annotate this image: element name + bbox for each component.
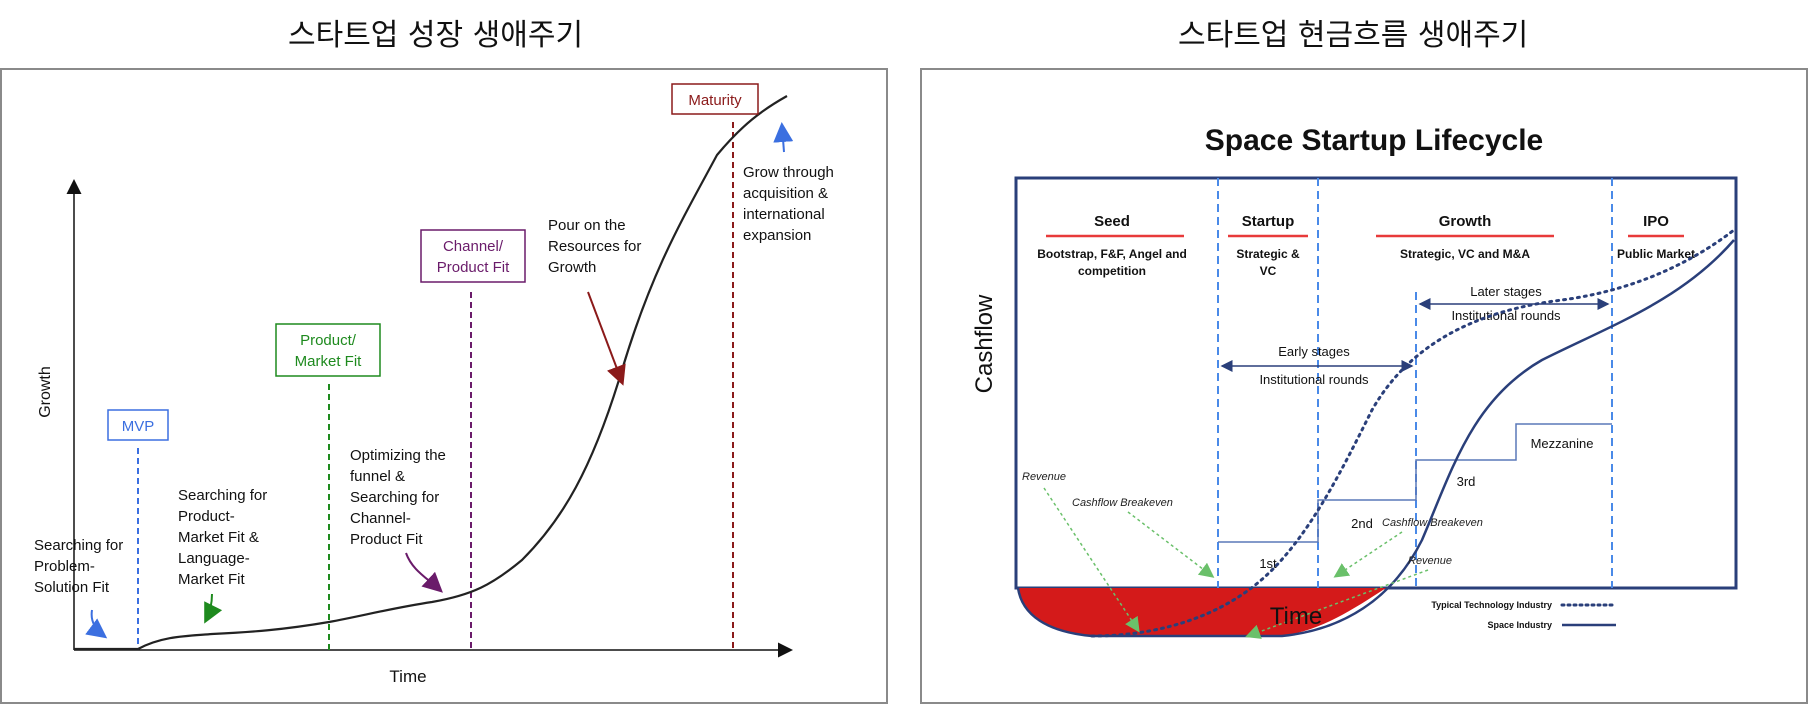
note-resources: Pour on the Resources for Growth <box>548 217 641 276</box>
svg-text:competition: competition <box>1078 264 1146 278</box>
svg-text:IPO: IPO <box>1643 213 1669 230</box>
svg-text:Product-: Product- <box>178 508 235 525</box>
svg-text:Seed: Seed <box>1094 213 1130 230</box>
svg-text:Searching for: Searching for <box>178 487 267 504</box>
time-axis-label: Time <box>1270 603 1322 630</box>
svg-text:funnel &: funnel & <box>350 468 405 485</box>
round-1st: 1st <box>1259 556 1277 571</box>
maturity-label: Maturity <box>688 92 742 109</box>
left-heading: 스타트업 성장 생애주기 <box>288 18 584 53</box>
svg-text:Startup: Startup <box>1242 213 1295 230</box>
funnel-arrow <box>405 552 443 593</box>
round-3rd: 3rd <box>1457 474 1476 489</box>
svg-text:Strategic, VC and M&A: Strategic, VC and M&A <box>1400 247 1530 261</box>
svg-text:Searching for: Searching for <box>34 537 123 554</box>
early-stages-sublabel: Institutional rounds <box>1259 372 1369 387</box>
channel-product-box <box>420 229 526 283</box>
revenue-annotation-1: Revenue <box>1022 471 1066 483</box>
cashflow-axis-label: Cashflow <box>971 294 998 393</box>
growth-lifecycle-diagram: Growth Time MVP Product/ Market Fit Chan… <box>34 83 834 686</box>
x-axis-label: Time <box>389 667 426 686</box>
funding-steps <box>1218 423 1612 543</box>
note-acquisition: Grow through acquisition & international… <box>743 164 834 244</box>
svg-text:Optimizing the: Optimizing the <box>350 447 446 464</box>
svg-text:international: international <box>743 206 825 223</box>
svg-text:Pour on the: Pour on the <box>548 217 626 234</box>
svg-text:Strategic &: Strategic & <box>1236 247 1300 261</box>
svg-text:Market Fit &: Market Fit & <box>178 529 259 546</box>
maturity-box <box>671 83 759 115</box>
space-industry-curve <box>1016 239 1735 638</box>
legend-typical-label: Typical Technology Industry <box>1431 600 1552 610</box>
phase-seed: Seed Bootstrap, F&F, Angel and competiti… <box>1037 213 1187 278</box>
mvp-box <box>107 409 169 441</box>
svg-text:expansion: expansion <box>743 227 811 244</box>
lifecycle-title: Space Startup Lifecycle <box>1205 124 1543 157</box>
svg-text:Public Market: Public Market <box>1617 247 1695 261</box>
revenue-annotation-2: Revenue <box>1408 555 1452 567</box>
svg-text:Problem-: Problem- <box>34 558 95 575</box>
problem-arrow <box>85 609 108 639</box>
y-axis-label: Growth <box>37 366 54 418</box>
svg-text:Grow through: Grow through <box>743 164 834 181</box>
product-market-label-2: Market Fit <box>295 353 363 370</box>
resources-arrow <box>587 291 626 386</box>
channel-product-label-2: Product Fit <box>437 259 510 276</box>
svg-text:Growth: Growth <box>1439 213 1492 230</box>
product-arrow <box>204 593 223 624</box>
annotation-arrows <box>1043 487 1429 639</box>
mvp-label: MVP <box>122 418 155 435</box>
svg-text:Growth: Growth <box>548 259 596 276</box>
round-mezzanine: Mezzanine <box>1531 436 1594 451</box>
svg-text:Language-: Language- <box>178 550 250 567</box>
phase-startup: Startup Strategic & VC <box>1228 213 1308 278</box>
cashflow-lifecycle-panel: Space Startup Lifecycle Seed Bootstrap, … <box>920 68 1808 704</box>
product-market-label-1: Product/ <box>300 332 357 349</box>
acquisition-arrow <box>773 122 794 153</box>
note-problem: Searching for Problem- Solution Fit <box>34 537 123 596</box>
breakeven-annotation-2: Cashflow Breakeven <box>1382 517 1483 529</box>
phase-ipo: IPO Public Market <box>1617 213 1695 261</box>
growth-lifecycle-panel: Growth Time MVP Product/ Market Fit Chan… <box>0 68 888 704</box>
phase-growth: Growth Strategic, VC and M&A <box>1376 213 1554 261</box>
note-funnel: Optimizing the funnel & Searching for Ch… <box>350 447 446 548</box>
later-stages-sublabel: Institutional rounds <box>1451 308 1561 323</box>
lifecycle-frame <box>1014 176 1738 590</box>
cashflow-lifecycle-diagram: Space Startup Lifecycle Seed Bootstrap, … <box>971 124 1738 639</box>
typical-tech-curve <box>1090 228 1736 638</box>
right-heading: 스타트업 현금흐름 생애주기 <box>1178 18 1529 53</box>
svg-text:VC: VC <box>1260 264 1277 278</box>
svg-text:Solution Fit: Solution Fit <box>34 579 110 596</box>
svg-text:Resources for: Resources for <box>548 238 641 255</box>
early-stages-label: Early stages <box>1278 344 1350 359</box>
svg-text:Searching for: Searching for <box>350 489 439 506</box>
product-market-box <box>275 323 381 377</box>
svg-text:Channel-: Channel- <box>350 510 411 527</box>
svg-text:Product Fit: Product Fit <box>350 531 423 548</box>
svg-text:acquisition &: acquisition & <box>743 185 828 202</box>
channel-product-label-1: Channel/ <box>443 238 504 255</box>
svg-text:Bootstrap, F&F, Angel and: Bootstrap, F&F, Angel and <box>1037 247 1187 261</box>
growth-curve <box>74 95 788 651</box>
loss-area <box>1018 588 1386 636</box>
round-2nd: 2nd <box>1351 516 1373 531</box>
svg-text:Market Fit: Market Fit <box>178 571 246 588</box>
breakeven-annotation-1: Cashflow Breakeven <box>1072 497 1173 509</box>
legend-space-label: Space Industry <box>1487 620 1552 630</box>
note-product: Searching for Product- Market Fit & Lang… <box>178 487 267 588</box>
later-stages-label: Later stages <box>1470 284 1542 299</box>
